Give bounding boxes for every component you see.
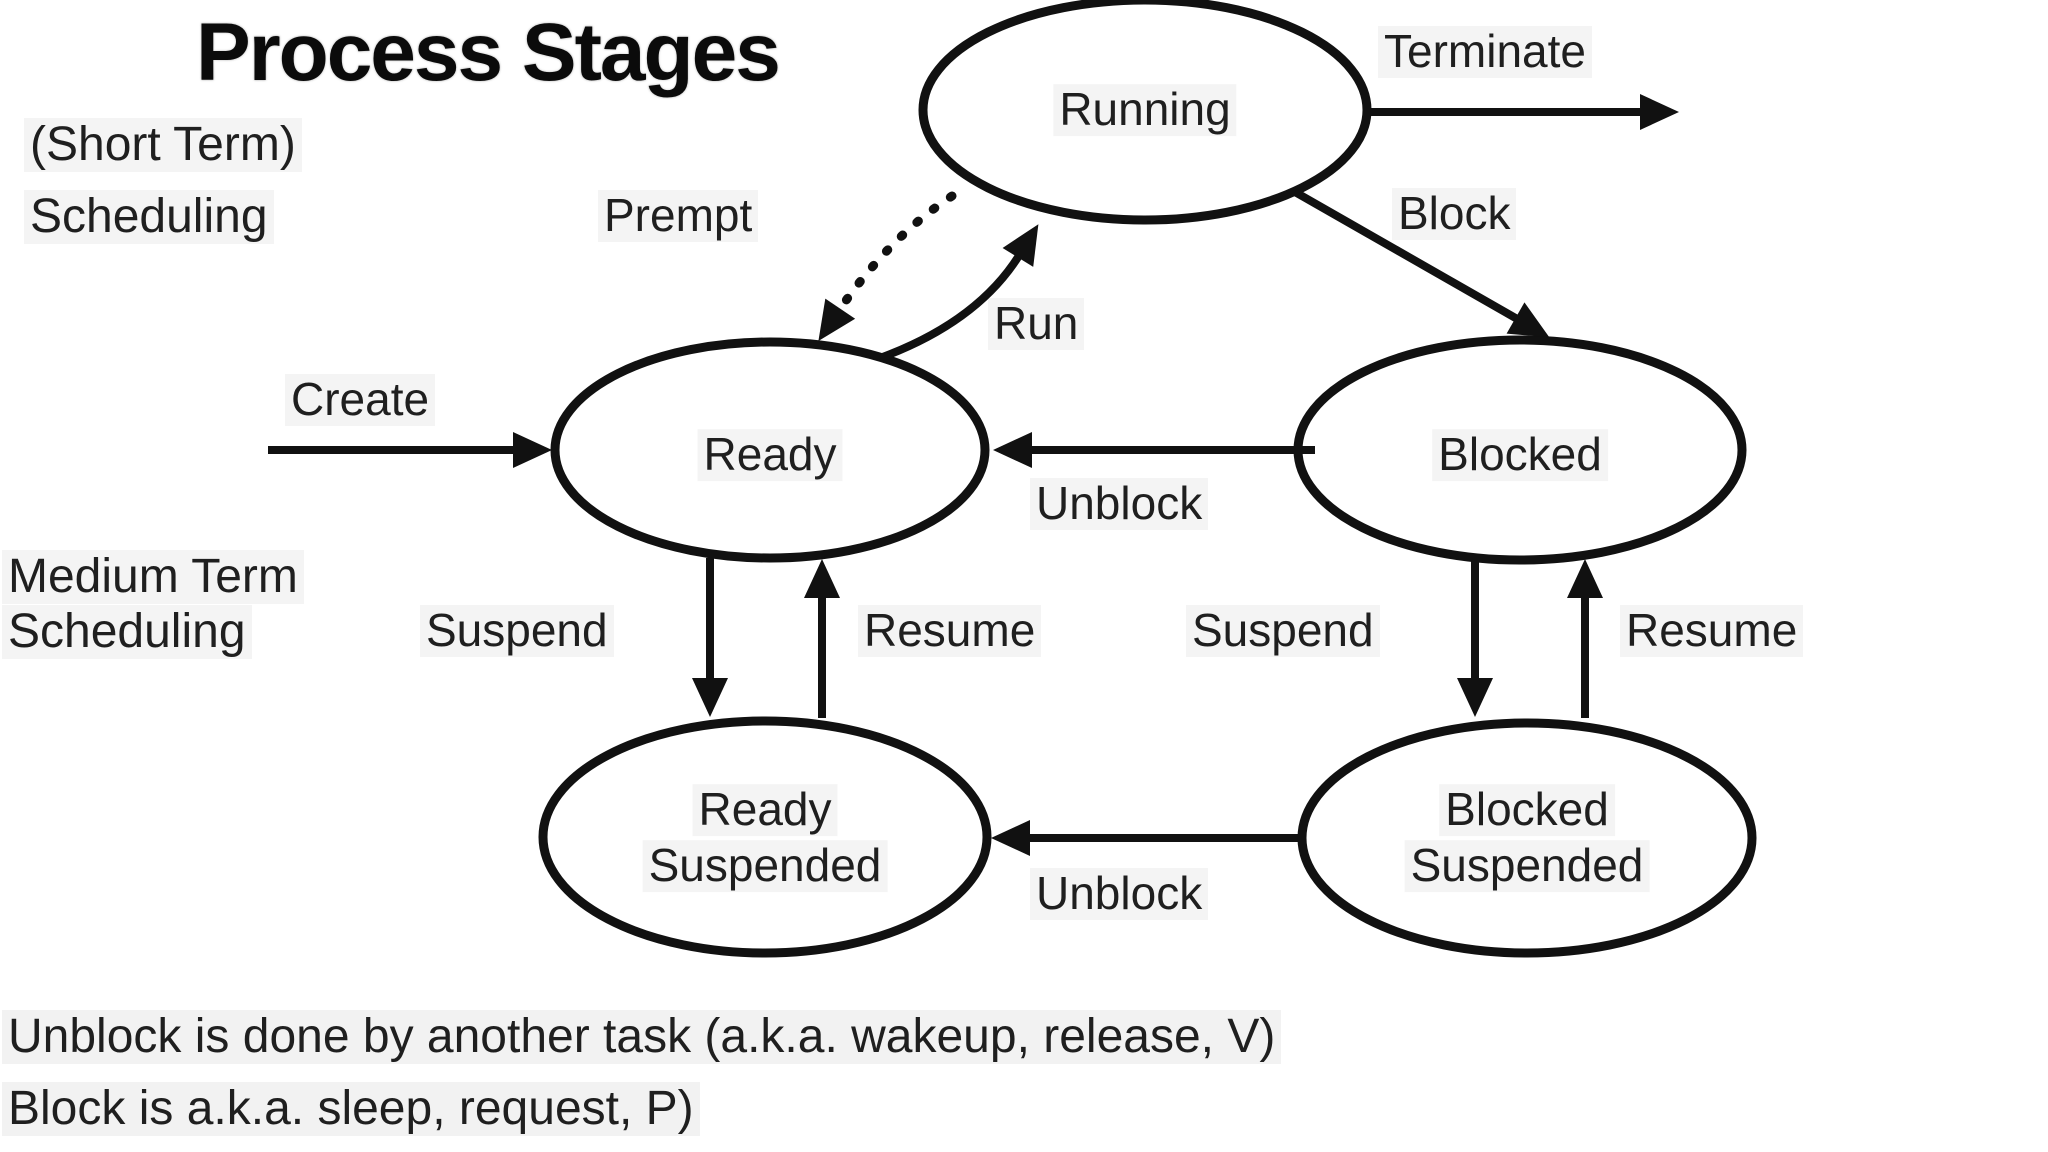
block-label: Block — [1392, 188, 1517, 240]
medium-term-label-line2: Scheduling — [2, 605, 252, 659]
run-label: Run — [988, 298, 1085, 350]
footnote-block: Block is a.k.a. sleep, request, P) — [2, 1082, 700, 1136]
node-blocked-suspended-label-line1: Blocked — [1439, 784, 1615, 836]
unblock-bottom-label: Unblock — [1030, 868, 1209, 920]
node-ready-suspended-ellipse — [538, 716, 992, 958]
run-arrow — [878, 224, 1039, 362]
short-term-label-line1: (Short Term) — [24, 118, 302, 172]
prempt-label: Prempt — [598, 190, 759, 242]
suspend-left-label: Suspend — [420, 605, 614, 657]
terminate-label: Terminate — [1378, 26, 1592, 78]
unblock-mid-label: Unblock — [1030, 478, 1209, 530]
node-ready-suspended-label-line1: Ready — [692, 784, 838, 836]
node-ready-suspended-label-line2: Suspended — [642, 840, 888, 892]
resume-right-label: Resume — [1620, 605, 1804, 657]
node-ready-label: Ready — [697, 429, 843, 481]
footnote-unblock: Unblock is done by another task (a.k.a. … — [2, 1010, 1282, 1064]
medium-term-label-line1: Medium Term — [2, 550, 304, 604]
resume-left-label: Resume — [858, 605, 1042, 657]
node-ready-ellipse — [550, 337, 990, 563]
suspend-right-label: Suspend — [1186, 605, 1380, 657]
page-title: Process Stages — [196, 7, 781, 98]
node-blocked-label: Blocked — [1432, 429, 1608, 481]
node-running-label: Running — [1053, 84, 1237, 136]
block-arrow — [1293, 188, 1550, 338]
node-blocked-suspended-ellipse — [1297, 718, 1757, 958]
short-term-label-line2: Scheduling — [24, 190, 274, 244]
prempt-dotted-arrow — [818, 191, 957, 341]
create-label: Create — [285, 374, 436, 426]
node-blocked-suspended-label-line2: Suspended — [1404, 840, 1650, 892]
